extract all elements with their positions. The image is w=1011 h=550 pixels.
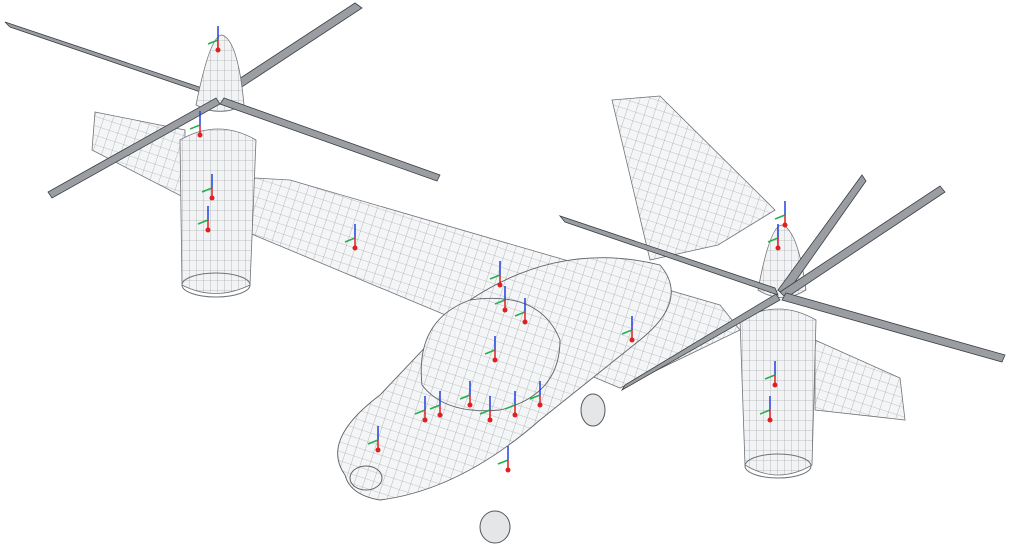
coordinate-frames [189, 26, 788, 473]
rotor-blade [558, 215, 779, 296]
axis-line [197, 219, 209, 225]
axis-origin-dot [767, 417, 773, 423]
axis-triad [479, 396, 493, 423]
nose-wheel [479, 510, 511, 544]
axis-line [529, 394, 541, 400]
axis-triad [201, 174, 215, 201]
axis-triad [621, 316, 635, 343]
axis-triad [344, 224, 358, 251]
axis-triad [759, 396, 773, 423]
axis-triad [514, 298, 528, 325]
axis-line [764, 374, 776, 380]
nacelle-body [739, 308, 817, 476]
axis-triad [429, 391, 443, 418]
axis-triad [767, 224, 781, 251]
axis-line [484, 349, 496, 355]
axis-line [207, 39, 219, 45]
axis-line [621, 329, 633, 335]
axis-origin-dot [772, 382, 778, 388]
axis-origin-dot [629, 337, 635, 343]
left-rotor [4, 2, 363, 101]
canopy [420, 297, 561, 412]
landing-gear [479, 393, 606, 544]
rotor-blade [781, 292, 1006, 363]
nose [349, 465, 383, 491]
nacelle-body [179, 128, 257, 294]
axis-origin-dot [775, 245, 781, 251]
axis-line [429, 404, 441, 410]
axis-triad [367, 426, 381, 453]
axis-triad [489, 261, 503, 288]
axis-origin-dot [209, 195, 215, 201]
axis-origin-dot [487, 417, 493, 423]
axis-line [367, 439, 379, 445]
axis-triad [497, 446, 511, 473]
axis-triad [494, 286, 508, 313]
axis-origin-dot [205, 227, 211, 233]
axis-origin-dot [467, 402, 473, 408]
axis-triad [504, 391, 518, 418]
axis-line [767, 237, 779, 243]
tail-fin [611, 95, 776, 261]
rotor-blade [620, 293, 781, 392]
nacelle-base [181, 272, 251, 298]
axis-origin-dot [505, 467, 511, 473]
axis-triad [484, 336, 498, 363]
right-rotor [558, 174, 1006, 392]
axis-triad [414, 396, 428, 423]
rotor-blade [779, 185, 946, 299]
rotor-blade [47, 97, 221, 199]
axis-origin-dot [197, 132, 203, 138]
axis-line [189, 124, 201, 130]
axis-triad [529, 381, 543, 408]
axis-line [774, 214, 786, 220]
axis-triad [764, 361, 778, 388]
spinner [195, 34, 245, 112]
right-nacelle [739, 224, 817, 479]
axis-origin-dot [437, 412, 443, 418]
axis-line [514, 311, 526, 317]
axis-line [504, 404, 516, 410]
axis-origin-dot [497, 282, 503, 288]
axis-origin-dot [537, 402, 543, 408]
axis-triad [207, 26, 221, 53]
axis-triad [774, 201, 788, 228]
axis-line [489, 274, 501, 280]
axis-triad [189, 111, 203, 138]
nacelle-base [744, 453, 812, 479]
axis-origin-dot [422, 417, 428, 423]
axis-line [201, 187, 213, 193]
left-nacelle [179, 34, 257, 298]
axis-origin-dot [375, 447, 381, 453]
axis-line [479, 409, 491, 415]
axis-line [344, 237, 356, 243]
right-wingtip [814, 339, 906, 421]
axis-origin-dot [512, 412, 518, 418]
axis-line [414, 409, 426, 415]
rotor-blade [4, 21, 219, 99]
axis-triad [197, 206, 211, 233]
axis-triad [459, 381, 473, 408]
axis-origin-dot [522, 319, 528, 325]
axis-origin-dot [502, 307, 508, 313]
axis-origin-dot [215, 47, 221, 53]
main-wheel [580, 393, 606, 427]
axis-origin-dot [352, 245, 358, 251]
axis-line [759, 409, 771, 415]
left-rotor-front [47, 97, 441, 199]
axis-line [497, 459, 509, 465]
axis-line [494, 299, 506, 305]
axis-origin-dot [782, 222, 788, 228]
axis-origin-dot [492, 357, 498, 363]
axis-line [459, 394, 471, 400]
fuselage [337, 257, 672, 501]
